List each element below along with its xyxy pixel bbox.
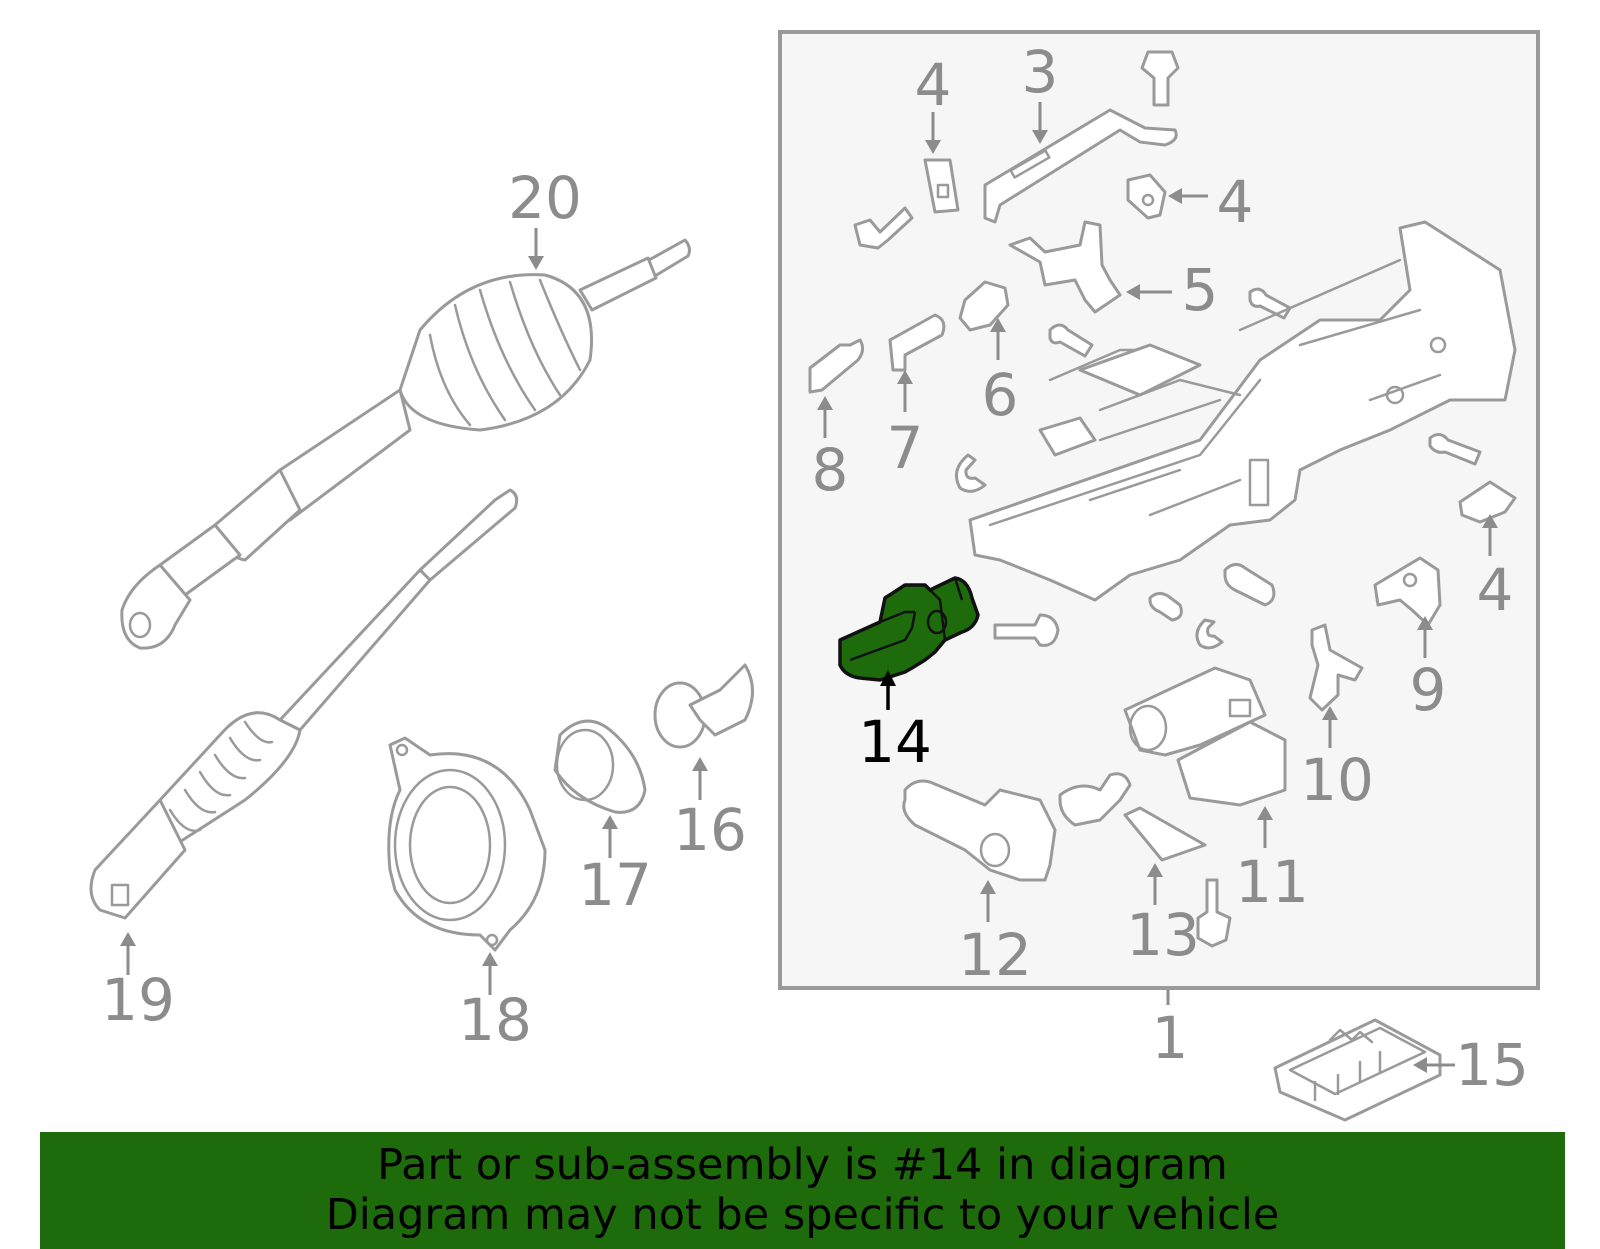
svg-text:13: 13: [1126, 901, 1200, 969]
part-20-intermediate-shaft[interactable]: [120, 238, 691, 650]
part-16-clip[interactable]: [653, 663, 754, 749]
svg-text:10: 10: [1300, 746, 1374, 814]
part-6-clip[interactable]: [958, 280, 1010, 332]
svg-text:4: 4: [1477, 556, 1514, 624]
part-7-bracket[interactable]: [888, 313, 946, 372]
svg-text:17: 17: [578, 851, 652, 919]
part-14-highlighted[interactable]: [838, 576, 980, 682]
svg-text:4: 4: [915, 51, 952, 119]
part-2-bracket[interactable]: [983, 108, 1178, 224]
svg-text:3: 3: [1022, 38, 1059, 106]
part-4-plate-lower[interactable]: [1458, 480, 1517, 524]
callout-16: 16: [673, 757, 747, 864]
callout-18: 18: [458, 952, 532, 1054]
svg-text:6: 6: [982, 361, 1019, 429]
part-12-motor[interactable]: [902, 772, 1132, 882]
svg-text:8: 8: [812, 436, 849, 504]
part-1-column-assembly[interactable]: [968, 220, 1517, 602]
callout-11: 11: [1235, 806, 1309, 916]
banner-line-1: Part or sub-assembly is #14 in diagram: [377, 1140, 1228, 1190]
part-15-connector[interactable]: [1273, 1018, 1442, 1122]
part-19-lower-shaft[interactable]: [89, 488, 519, 920]
svg-text:11: 11: [1235, 848, 1309, 916]
svg-text:12: 12: [958, 921, 1032, 989]
part-5-bracket[interactable]: [1008, 220, 1122, 314]
callout-19: 19: [101, 932, 175, 1034]
callout-15: 15: [1413, 1031, 1529, 1099]
callout-5: 5: [1126, 256, 1218, 324]
callout-14: 14: [858, 670, 932, 776]
callout-13: 13: [1126, 863, 1200, 969]
clip-c-shape: [954, 453, 1224, 650]
part-4-plate-upper[interactable]: [923, 158, 960, 214]
callout-12: 12: [958, 880, 1032, 989]
callout-4-lower: 4: [1477, 514, 1514, 624]
part-17-bushing[interactable]: [553, 719, 647, 814]
part-11-motor[interactable]: [1123, 666, 1287, 807]
callout-1: 1: [1152, 990, 1189, 1072]
info-banner: Part or sub-assembly is #14 in diagram D…: [40, 1132, 1565, 1249]
bolt-top: [1140, 50, 1180, 107]
bolts-lower: [993, 563, 1276, 647]
callout-2: 3: [1022, 38, 1059, 144]
callout-8: 8: [812, 396, 849, 504]
part-18-bearing-plate[interactable]: [387, 736, 547, 952]
svg-text:4: 4: [1217, 168, 1254, 236]
svg-text:7: 7: [887, 414, 924, 482]
bolt-vertical: [1196, 878, 1232, 948]
svg-text:16: 16: [673, 796, 747, 864]
callout-3: 4: [1168, 168, 1253, 236]
svg-text:14: 14: [858, 708, 932, 776]
svg-text:20: 20: [508, 164, 582, 232]
svg-text:19: 19: [101, 966, 175, 1034]
part-3-bracket[interactable]: [1126, 173, 1167, 220]
svg-text:15: 15: [1455, 1031, 1529, 1099]
svg-text:9: 9: [1410, 656, 1447, 724]
banner-line-2: Diagram may not be specific to your vehi…: [325, 1190, 1280, 1240]
part-10-bracket[interactable]: [1308, 623, 1364, 712]
callout-17: 17: [578, 815, 652, 919]
part-13-plate[interactable]: [1123, 806, 1207, 862]
svg-text:18: 18: [458, 986, 532, 1054]
callout-7: 7: [887, 370, 924, 482]
part-8-bracket[interactable]: [808, 338, 865, 394]
callout-4-upper: 4: [915, 51, 952, 154]
callout-9: 9: [1410, 616, 1447, 724]
svg-text:1: 1: [1152, 1004, 1189, 1072]
callout-20: 20: [508, 164, 582, 270]
bolt-left: [853, 206, 914, 250]
bolts-mid: [1048, 287, 1482, 466]
svg-text:5: 5: [1182, 256, 1219, 324]
callout-6: 6: [982, 318, 1019, 429]
callout-10: 10: [1300, 706, 1374, 814]
